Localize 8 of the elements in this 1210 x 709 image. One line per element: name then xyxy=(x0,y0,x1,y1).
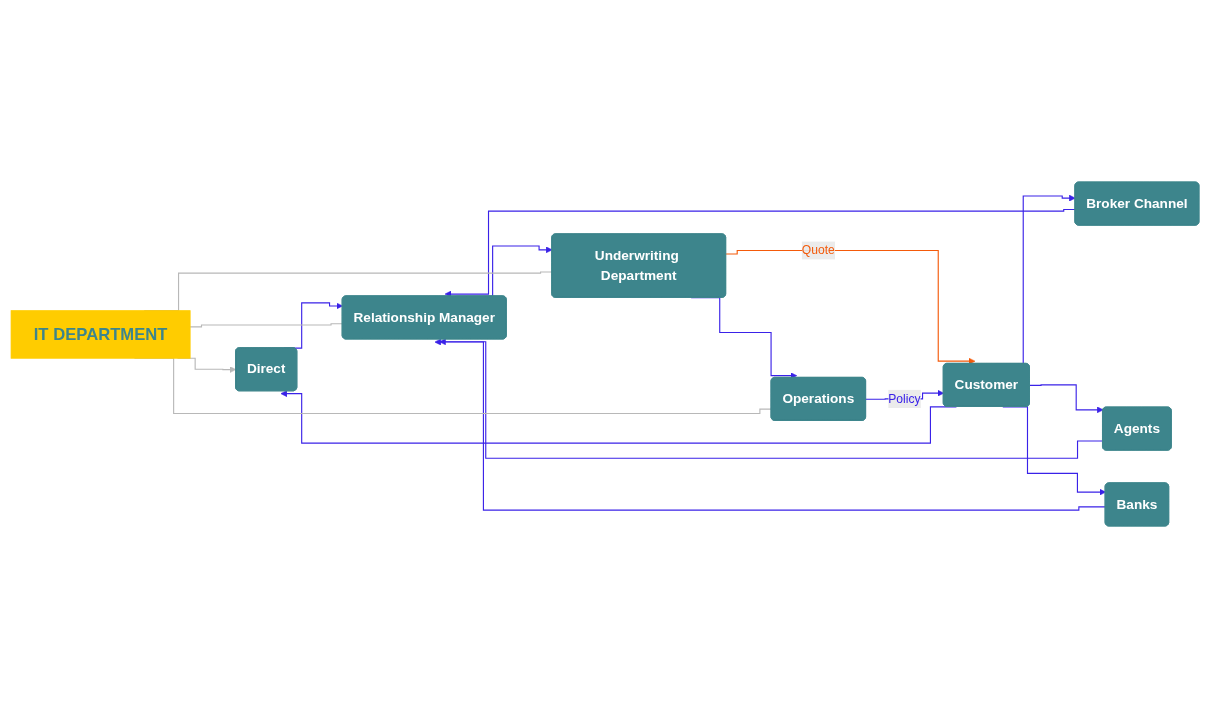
arrow xyxy=(444,209,1076,298)
arrow xyxy=(439,338,1104,460)
node-box: IT DEPARTMENT xyxy=(10,310,191,360)
edge-label: Policy xyxy=(888,392,921,406)
arrow xyxy=(1029,384,1104,414)
arrow xyxy=(725,250,976,365)
edge-label: Quote xyxy=(801,244,835,258)
connector xyxy=(189,323,344,328)
